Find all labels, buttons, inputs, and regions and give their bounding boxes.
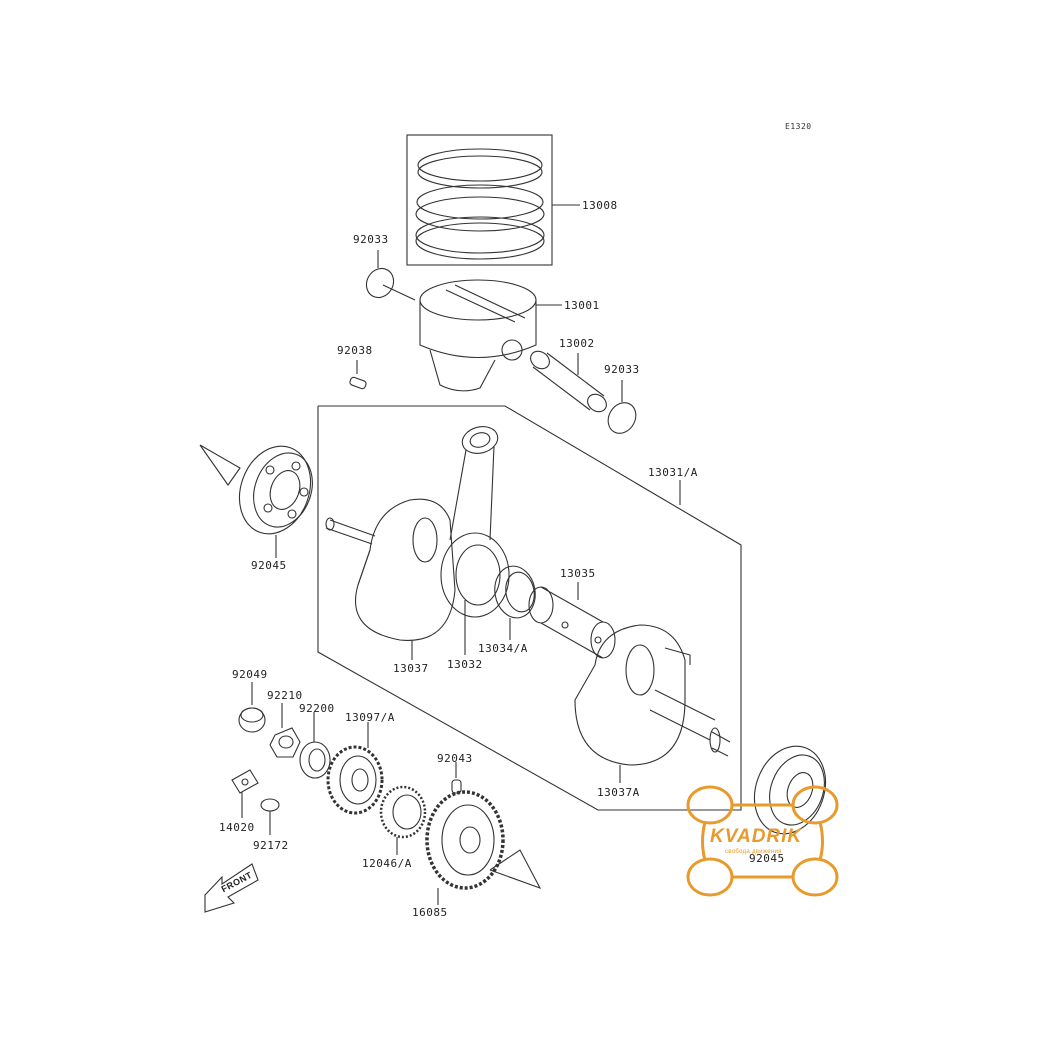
piston-drawing <box>419 279 562 392</box>
washer-92200-drawing <box>299 712 331 779</box>
part-label-92172[interactable]: 92172 <box>253 839 289 852</box>
crankshaft-assembly-bracket <box>317 405 742 811</box>
diagram-code: E1320 <box>785 122 812 131</box>
crank-pin-drawing <box>528 582 616 659</box>
bolt-92172-drawing <box>260 798 280 835</box>
watermark-brand: KVADRIK <box>710 826 803 847</box>
part-label-12046[interactable]: 12046/A <box>362 857 412 870</box>
part-label-13032[interactable]: 13032 <box>447 658 483 671</box>
gear-13097-drawing <box>326 722 384 815</box>
part-label-92033-right[interactable]: 92033 <box>604 363 640 376</box>
part-label-92200[interactable]: 92200 <box>299 702 335 715</box>
watermark-tagline: свобода движения <box>725 849 782 855</box>
part-label-92043[interactable]: 92043 <box>437 752 473 765</box>
left-crank-web-drawing <box>325 498 456 660</box>
left-bearing-drawing <box>199 444 313 558</box>
part-label-92045-left[interactable]: 92045 <box>251 559 287 572</box>
part-label-14020[interactable]: 14020 <box>219 821 255 834</box>
part-label-13037[interactable]: 13037 <box>393 662 429 675</box>
pin-clip-right-drawing <box>607 380 637 434</box>
part-label-16085[interactable]: 16085 <box>412 906 448 919</box>
part-label-13035[interactable]: 13035 <box>560 567 596 580</box>
right-crank-web-drawing <box>574 624 731 783</box>
woodruff-key-drawing <box>349 360 367 390</box>
kvadrik-logo <box>686 785 839 897</box>
part-label-13008[interactable]: 13008 <box>582 199 618 212</box>
pin-92043-drawing <box>451 762 462 794</box>
part-label-13034[interactable]: 13034/A <box>478 642 528 655</box>
part-label-13097[interactable]: 13097/A <box>345 711 395 724</box>
needle-bearing-drawing <box>494 565 536 640</box>
part-label-92045-right[interactable]: 92045 <box>749 852 785 865</box>
connecting-rod-drawing <box>440 426 510 655</box>
part-label-92033-left[interactable]: 92033 <box>353 233 389 246</box>
part-label-13001[interactable]: 13001 <box>564 299 600 312</box>
piston-rings-drawing <box>406 134 580 266</box>
part-label-13031[interactable]: 13031/A <box>648 466 698 479</box>
nut-92210-drawing <box>269 703 301 758</box>
piston-pin-drawing <box>530 350 607 413</box>
pin-clip-left-drawing <box>365 250 416 301</box>
part-label-13002[interactable]: 13002 <box>559 337 595 350</box>
collar-92049-drawing <box>238 682 266 733</box>
gear-16085-drawing <box>425 790 542 905</box>
part-label-92210[interactable]: 92210 <box>267 689 303 702</box>
part-label-92049[interactable]: 92049 <box>232 668 268 681</box>
part-label-92038[interactable]: 92038 <box>337 344 373 357</box>
lock-washer-14020-drawing <box>231 769 259 818</box>
gear-12046-drawing <box>379 785 427 855</box>
part-label-13037a[interactable]: 13037A <box>597 786 640 799</box>
front-arrow-icon <box>204 863 259 913</box>
